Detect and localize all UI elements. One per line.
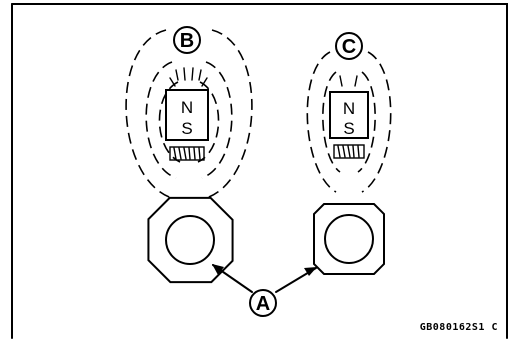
callout-c: C <box>335 32 363 60</box>
figure-code: GB080162S1 C <box>420 322 498 333</box>
magnet-c-north-label: N <box>343 99 355 118</box>
target-rotated <box>147 196 234 284</box>
magnet-c-south-label: S <box>343 119 354 138</box>
magnet-c-field-lines <box>306 51 392 193</box>
frame-top-right-border <box>11 3 508 339</box>
leader-lines <box>212 264 317 293</box>
target-square <box>313 203 385 275</box>
magnet-c-sensor-coil <box>333 144 365 159</box>
callout-a: A <box>249 289 277 317</box>
callout-c-label: C <box>342 36 356 58</box>
magnet-c-flux-ticks <box>339 75 358 87</box>
magnet-c-body <box>329 91 369 139</box>
magnet-b-south-label: S <box>181 119 192 138</box>
callout-a-label: A <box>256 293 270 315</box>
magnet-b-flux-ticks <box>169 67 208 87</box>
magnet-b-sensor-coil <box>169 146 205 161</box>
magnet-b-field-lines <box>125 29 253 199</box>
callout-b-label: B <box>180 30 194 52</box>
magnet-b-north-label: N <box>181 98 193 117</box>
callout-b: B <box>173 26 201 54</box>
magnet-b-body <box>165 89 209 141</box>
